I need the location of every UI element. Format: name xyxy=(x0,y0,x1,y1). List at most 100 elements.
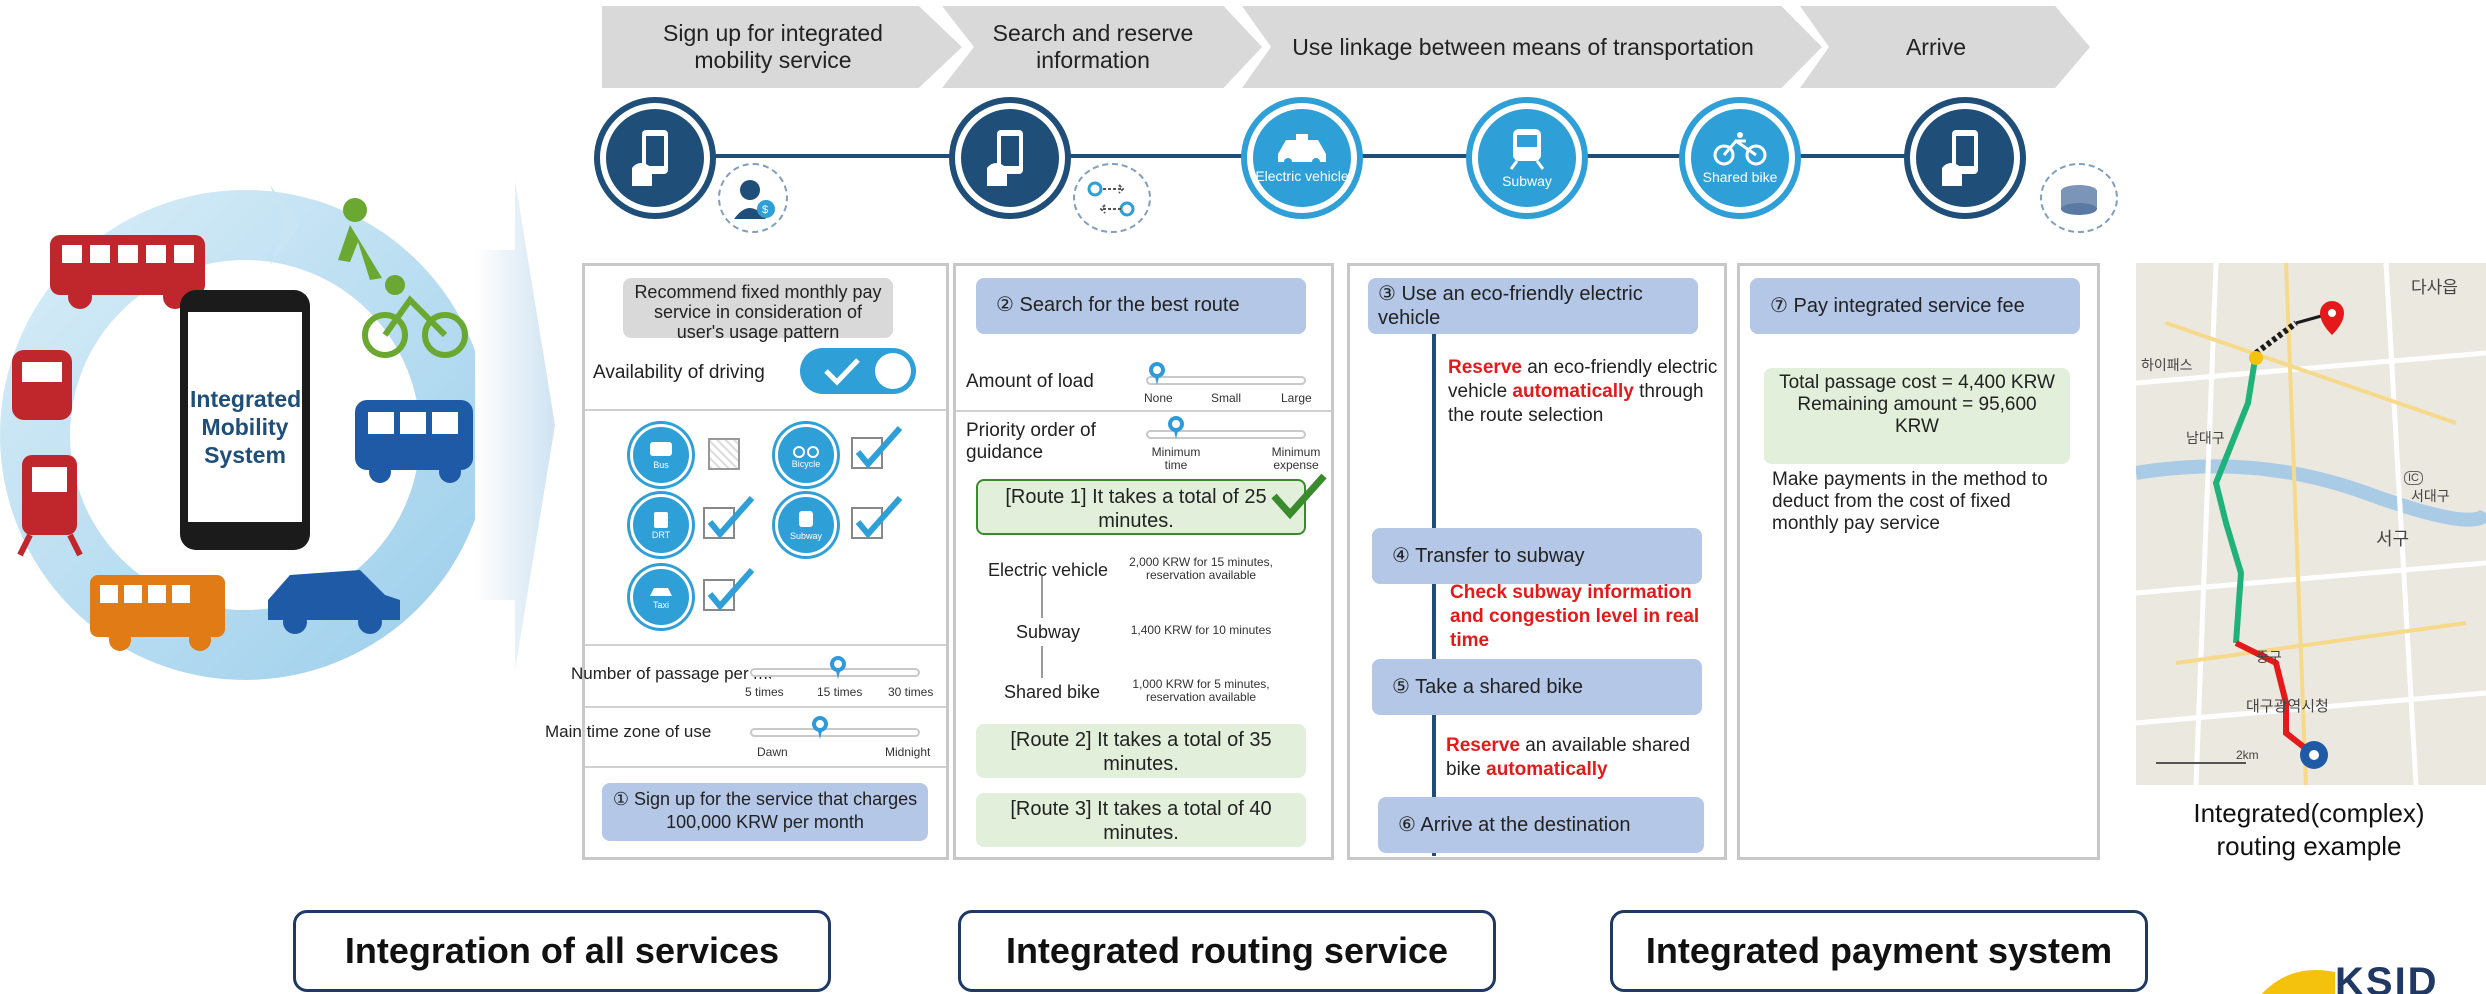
route-leg-desc: 1,000 KRW for 5 minutes, reservation ava… xyxy=(1132,677,1270,704)
map-label: 대구광역시청 xyxy=(2246,698,2329,715)
map-graphic xyxy=(2136,263,2486,785)
taxi-checkbox[interactable] xyxy=(702,566,758,616)
electric-vehicle-icon: Electric vehicle xyxy=(1247,103,1357,213)
remaining-amount-text: Remaining amount = 95,600 KRW xyxy=(1797,394,2037,437)
payment-summary-box: Total passage cost = 4,400 KRW Remaining… xyxy=(1764,368,2070,464)
shared-bike-icon: Shared bike xyxy=(1685,103,1795,213)
priority-tick: Minimum time xyxy=(1151,445,1201,472)
step-label-1: Sign up for integrated mobility service xyxy=(663,20,883,73)
time-zone-tick: Midnight xyxy=(885,745,931,759)
time-zone-slider[interactable] xyxy=(750,728,920,737)
integration-label: Integration of all services xyxy=(344,930,780,971)
passage-tick: 30 times xyxy=(888,685,934,699)
timeline-vertical xyxy=(1432,326,1436,856)
map-label: 다사읍 xyxy=(2411,278,2458,297)
route-1-check-icon xyxy=(1271,473,1327,520)
reserve-ev-text: Reserve an eco-friendly electric vehicle… xyxy=(1448,356,1718,428)
bicycle-checkbox[interactable] xyxy=(850,424,906,474)
check-subway-text: Check subway information and congestion … xyxy=(1450,582,1700,651)
step7-text: ⑦ Pay integrated service fee xyxy=(1770,295,2025,317)
priority-slider-handle[interactable] xyxy=(1168,416,1184,439)
map-label: 서구 xyxy=(2376,529,2410,549)
shared-bike-label: Shared bike xyxy=(1702,169,1778,185)
subway-checkbox[interactable] xyxy=(850,494,906,544)
panel-integration: Recommend fixed monthly pay service in c… xyxy=(545,263,949,860)
divider xyxy=(585,409,946,411)
reserve-ev-keyword: Reserve xyxy=(1448,357,1522,378)
drt-checkbox[interactable] xyxy=(702,494,758,544)
recommend-box: Recommend fixed monthly pay service in c… xyxy=(623,278,893,342)
map-label: 서대구 xyxy=(2411,488,2450,504)
toggle-knob xyxy=(875,353,911,389)
recommend-text: Recommend fixed monthly pay service in c… xyxy=(634,282,882,342)
step-chevron-1: Sign up for integrated mobility service xyxy=(602,6,962,88)
taxi-mode-icon[interactable]: Taxi xyxy=(630,566,692,628)
reserve-ev-body: an eco-friendly electric vehicle xyxy=(1448,357,1718,402)
load-tick: Large xyxy=(1281,391,1312,405)
passage-tick: 15 times xyxy=(817,685,863,699)
step-label-2: Search and reserve information xyxy=(992,20,1194,73)
reserve-ev-auto: automatically xyxy=(1512,381,1634,402)
bicycle-mode-label: Bicycle xyxy=(791,459,821,469)
step6-box: ⑥ Arrive at the destination xyxy=(1378,797,1704,853)
subway-mode-label: Subway xyxy=(789,531,823,541)
step-label-4: Arrive xyxy=(1905,33,1967,60)
step-chevron-3: Use linkage between means of transportat… xyxy=(1242,6,1822,88)
mobility-ring-graphic xyxy=(0,185,490,680)
route-leg-mode: Shared bike xyxy=(994,678,1111,706)
step5-text: ⑤ Take a shared bike xyxy=(1392,676,1584,698)
flow-arrow xyxy=(475,180,555,670)
map-caption: Integrated(complex) routing example xyxy=(2193,798,2425,861)
priority-label: Priority order of guidance xyxy=(966,420,1096,463)
route-2-box[interactable]: [Route 2] It takes a total of 35 minutes… xyxy=(976,724,1306,778)
route-3-text: [Route 3] It takes a total of 40 minutes… xyxy=(1010,798,1272,844)
routing-button[interactable]: Integrated routing service xyxy=(958,910,1496,992)
time-zone-tick: Dawn xyxy=(757,745,788,759)
driving-toggle[interactable] xyxy=(800,348,916,394)
step6-text: ⑥ Arrive at the destination xyxy=(1398,814,1631,836)
route-map: 다사읍 하이패스 남대구 서대구 서구 중구 대구광역시청 2km IC xyxy=(2136,263,2486,785)
check-icon xyxy=(824,358,860,386)
step4-text: ④ Transfer to subway xyxy=(1392,545,1585,567)
mobility-system-label: Integrated Mobility System xyxy=(190,386,302,468)
reserve-bike-auto: automatically xyxy=(1486,759,1608,780)
step-label-3: Use linkage between means of transportat… xyxy=(1292,33,1754,60)
passage-slider-handle[interactable] xyxy=(830,656,846,679)
search-box: ② Search for the best route xyxy=(976,278,1306,334)
route-leg-mode: Electric vehicle xyxy=(988,560,1109,580)
drt-mode-icon[interactable]: DRT xyxy=(630,494,692,556)
taxi-mode-label: Taxi xyxy=(652,600,669,610)
time-zone-slider-handle[interactable] xyxy=(812,716,828,739)
payment-label: Integrated payment system xyxy=(1645,930,2113,971)
route-search-icon xyxy=(1073,163,1151,233)
subway-mode-icon[interactable]: Subway xyxy=(775,494,837,556)
electric-vehicle-label: Electric vehicle xyxy=(1255,168,1349,184)
bus-checkbox[interactable] xyxy=(708,438,740,470)
priority-slider[interactable] xyxy=(1146,430,1306,439)
step-chevron-2: Search and reserve information xyxy=(942,6,1262,88)
route-1-box[interactable]: [Route 1] It takes a total of 25 minutes… xyxy=(976,479,1306,535)
bus-mode-icon[interactable]: Bus xyxy=(630,424,692,486)
passage-tick: 5 times xyxy=(745,685,784,699)
divider xyxy=(585,766,946,768)
mobility-system-diagram: Integrated Mobility System xyxy=(0,170,490,690)
load-tick: Small xyxy=(1211,391,1242,405)
load-slider[interactable] xyxy=(1146,376,1306,385)
reserve-bike-body: an available shared bike xyxy=(1446,735,1691,780)
coins-icon xyxy=(2040,163,2118,233)
user-payment-icon: $ xyxy=(718,163,788,233)
map-label: 하이패스 xyxy=(2141,357,2193,373)
route-1-text: [Route 1] It takes a total of 25 minutes… xyxy=(1005,486,1267,532)
divider xyxy=(585,706,946,708)
load-slider-handle[interactable] xyxy=(1149,362,1165,385)
payment-button[interactable]: Integrated payment system xyxy=(1610,910,2148,992)
map-ic-label: IC xyxy=(2404,471,2423,485)
route-2-text: [Route 2] It takes a total of 35 minutes… xyxy=(1010,729,1272,775)
bicycle-mode-icon[interactable]: Bicycle xyxy=(775,424,837,486)
route-3-box[interactable]: [Route 3] It takes a total of 40 minutes… xyxy=(976,793,1306,847)
step7-box: ⑦ Pay integrated service fee xyxy=(1750,278,2080,334)
step3-text: ③ Use an eco-friendly electric vehicle xyxy=(1378,283,1643,329)
load-label: Amount of load xyxy=(966,371,1094,392)
integration-button[interactable]: Integration of all services xyxy=(293,910,831,992)
panel-linkage: ③ Use an eco-friendly electric vehicle R… xyxy=(1347,263,1727,860)
